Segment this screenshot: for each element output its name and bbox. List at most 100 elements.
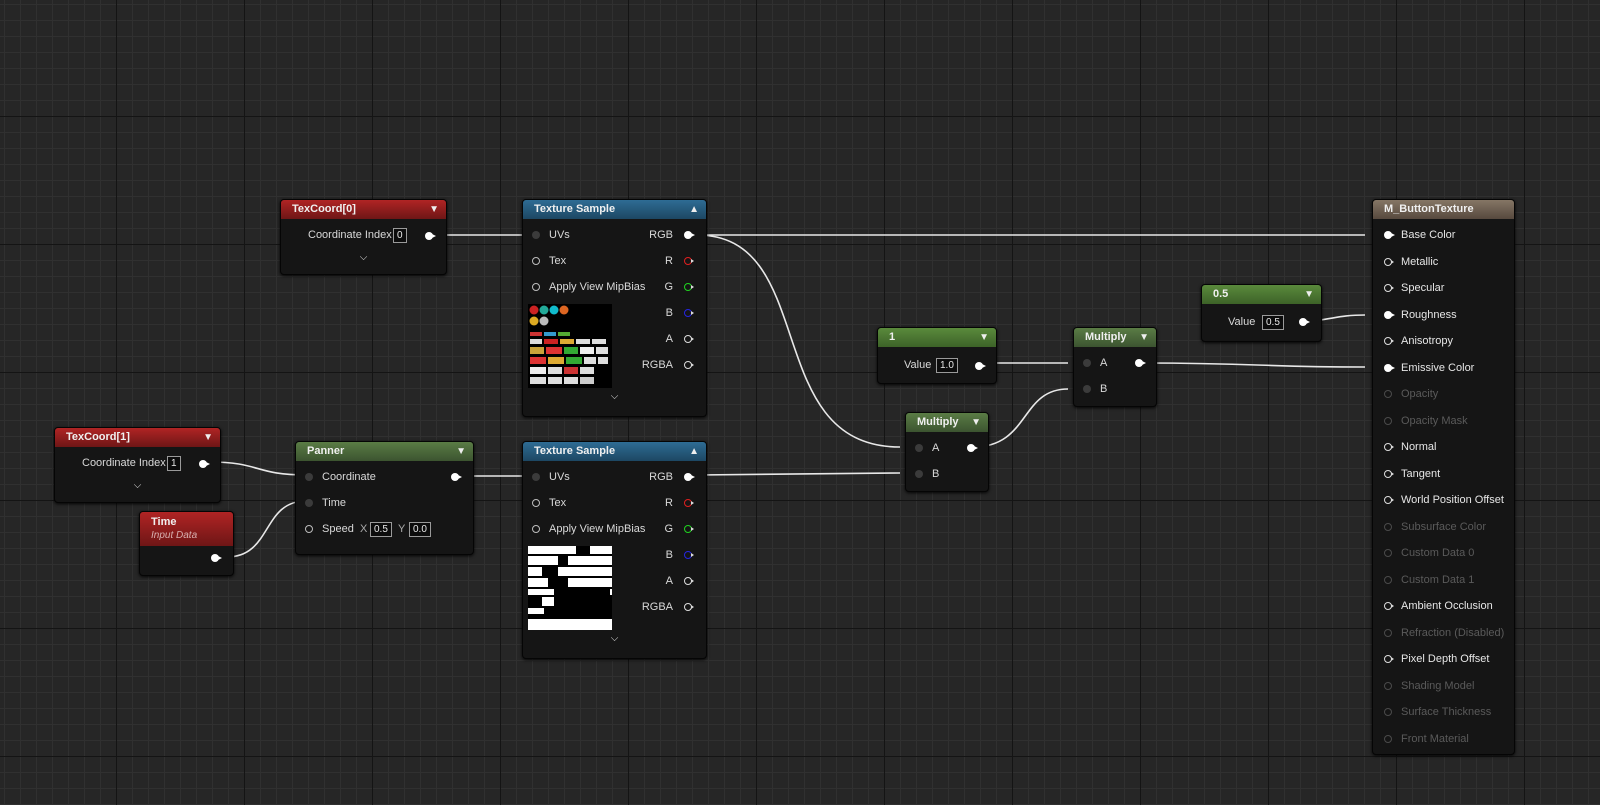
material-input-label: Shading Model bbox=[1401, 679, 1475, 692]
mipbias-input-pin[interactable] bbox=[532, 283, 540, 291]
chevron-down-icon[interactable]: ▼ bbox=[979, 332, 989, 343]
multiply-1-node[interactable]: Multiply▼ A B bbox=[905, 412, 989, 492]
collapse-chevron-icon[interactable]: ⌵ bbox=[610, 633, 619, 644]
material-input-pin[interactable] bbox=[1384, 363, 1395, 372]
r-output-pin[interactable] bbox=[684, 499, 694, 507]
texture-sample-2-node[interactable]: Texture Sample▲ UVs Tex Apply View MipBi… bbox=[522, 441, 707, 659]
b-input-pin[interactable] bbox=[1083, 385, 1091, 393]
texture-sample-1-node[interactable]: Texture Sample▲ UVs Tex Apply View MipBi… bbox=[522, 199, 707, 417]
output-pin[interactable] bbox=[211, 554, 222, 562]
material-input-pin[interactable] bbox=[1384, 655, 1394, 663]
chevron-down-icon[interactable]: ▼ bbox=[1304, 289, 1314, 300]
chevron-down-icon[interactable]: ▼ bbox=[429, 204, 439, 215]
material-input-pin[interactable] bbox=[1384, 549, 1392, 557]
g-output-pin[interactable] bbox=[684, 525, 694, 533]
value-input[interactable]: 1.0 bbox=[936, 358, 958, 373]
material-input-pin[interactable] bbox=[1384, 310, 1395, 319]
a-output-pin[interactable] bbox=[684, 335, 694, 343]
time-header[interactable]: Time Input Data bbox=[140, 512, 233, 546]
material-title: M_ButtonTexture bbox=[1384, 203, 1474, 215]
chevron-down-icon[interactable]: ▼ bbox=[456, 446, 466, 457]
material-header[interactable]: M_ButtonTexture bbox=[1373, 200, 1514, 219]
material-input-pin[interactable] bbox=[1384, 443, 1394, 451]
material-input-pin[interactable] bbox=[1384, 522, 1392, 531]
b-input-pin[interactable] bbox=[915, 470, 923, 478]
output-pin[interactable] bbox=[975, 362, 986, 370]
speed-input-pin[interactable] bbox=[305, 525, 313, 533]
chevron-up-icon[interactable]: ▲ bbox=[689, 446, 699, 457]
constant-1-header[interactable]: 1▼ bbox=[878, 328, 996, 347]
output-pin[interactable] bbox=[967, 444, 978, 452]
material-input-pin[interactable] bbox=[1384, 681, 1392, 690]
value-input[interactable]: 0.5 bbox=[1262, 315, 1284, 330]
coordinate-index-input[interactable]: 0 bbox=[393, 228, 407, 243]
output-pin[interactable] bbox=[1299, 318, 1310, 326]
constant-05-header[interactable]: 0.5▼ bbox=[1202, 285, 1321, 304]
coordinate-index-input[interactable]: 1 bbox=[167, 456, 181, 471]
expand-chevron-icon[interactable]: ⌵ bbox=[359, 252, 368, 263]
chevron-down-icon[interactable]: ▼ bbox=[203, 432, 213, 443]
output-pin[interactable] bbox=[1135, 359, 1146, 367]
time-input-pin[interactable] bbox=[305, 499, 313, 507]
material-input-pin[interactable] bbox=[1384, 390, 1392, 398]
chevron-down-icon[interactable]: ▼ bbox=[1139, 332, 1149, 343]
g-output-pin[interactable] bbox=[684, 283, 694, 291]
multiply-2-node[interactable]: Multiply▼ A B bbox=[1073, 327, 1157, 407]
time-node[interactable]: Time Input Data bbox=[139, 511, 234, 576]
material-input-pin[interactable] bbox=[1384, 575, 1392, 584]
collapse-chevron-icon[interactable]: ⌵ bbox=[610, 391, 619, 402]
material-input-pin[interactable] bbox=[1384, 416, 1392, 425]
r-output-pin[interactable] bbox=[684, 257, 694, 265]
material-input-pin[interactable] bbox=[1384, 734, 1392, 743]
tex-input-pin[interactable] bbox=[532, 499, 540, 507]
rgba-output-pin[interactable] bbox=[684, 603, 694, 611]
panner-node[interactable]: Panner▼ Coordinate Time Speed X 0.5 Y 0.… bbox=[295, 441, 474, 555]
material-input-label: Subsurface Color bbox=[1401, 520, 1486, 533]
material-input-pin[interactable] bbox=[1384, 231, 1395, 239]
constant-1-node[interactable]: 1▼ Value 1.0 bbox=[877, 327, 997, 384]
speed-x-input[interactable]: 0.5 bbox=[370, 522, 392, 537]
chevron-up-icon[interactable]: ▲ bbox=[689, 204, 699, 215]
output-pin[interactable] bbox=[199, 460, 210, 468]
coordinate-input-pin[interactable] bbox=[305, 473, 313, 481]
material-input-pin[interactable] bbox=[1384, 628, 1392, 637]
a-output-pin[interactable] bbox=[684, 577, 694, 585]
chevron-down-icon[interactable]: ▼ bbox=[971, 417, 981, 428]
rgb-output-pin[interactable] bbox=[684, 231, 695, 239]
a-input-pin[interactable] bbox=[1083, 359, 1091, 367]
texcoord1-node[interactable]: TexCoord[1]▼ Coordinate Index 1 ⌵ bbox=[54, 427, 221, 503]
texcoord1-header[interactable]: TexCoord[1]▼ bbox=[55, 428, 220, 447]
expand-chevron-icon[interactable]: ⌵ bbox=[133, 480, 142, 491]
tex-input-pin[interactable] bbox=[532, 257, 540, 265]
material-input-pin[interactable] bbox=[1384, 284, 1394, 292]
speed-y-input[interactable]: 0.0 bbox=[409, 522, 431, 537]
rgb-output-pin[interactable] bbox=[684, 473, 695, 481]
material-input-pin[interactable] bbox=[1384, 708, 1392, 716]
multiply-2-header[interactable]: Multiply▼ bbox=[1074, 328, 1156, 347]
texcoord0-header[interactable]: TexCoord[0]▼ bbox=[281, 200, 446, 219]
texcoord0-node[interactable]: TexCoord[0]▼ Coordinate Index 0 ⌵ bbox=[280, 199, 447, 275]
b-output-pin[interactable] bbox=[684, 309, 694, 317]
b-output-pin[interactable] bbox=[684, 551, 694, 559]
output-pin[interactable] bbox=[451, 473, 462, 481]
uvs-input-pin[interactable] bbox=[532, 231, 540, 239]
texture-sample-2-header[interactable]: Texture Sample▲ bbox=[523, 442, 706, 461]
a-input-pin[interactable] bbox=[915, 444, 923, 452]
material-input-pin[interactable] bbox=[1384, 469, 1394, 478]
material-input-label: Front Material bbox=[1401, 732, 1469, 745]
rgba-output-pin[interactable] bbox=[684, 361, 694, 369]
material-input-pin[interactable] bbox=[1384, 602, 1394, 610]
uvs-input-pin[interactable] bbox=[532, 473, 540, 481]
texture-sample-1-header[interactable]: Texture Sample▲ bbox=[523, 200, 706, 219]
material-input-pin[interactable] bbox=[1384, 496, 1394, 504]
material-input-label: World Position Offset bbox=[1401, 494, 1504, 506]
material-input-pin[interactable] bbox=[1384, 337, 1394, 345]
output-pin[interactable] bbox=[425, 232, 436, 240]
mipbias-input-pin[interactable] bbox=[532, 525, 540, 533]
constant-05-node[interactable]: 0.5▼ Value 0.5 bbox=[1201, 284, 1322, 342]
material-input-pin[interactable] bbox=[1384, 257, 1394, 266]
panner-header[interactable]: Panner▼ bbox=[296, 442, 473, 461]
rgba-label: RGBA bbox=[641, 359, 673, 371]
multiply-1-header[interactable]: Multiply▼ bbox=[906, 413, 988, 432]
